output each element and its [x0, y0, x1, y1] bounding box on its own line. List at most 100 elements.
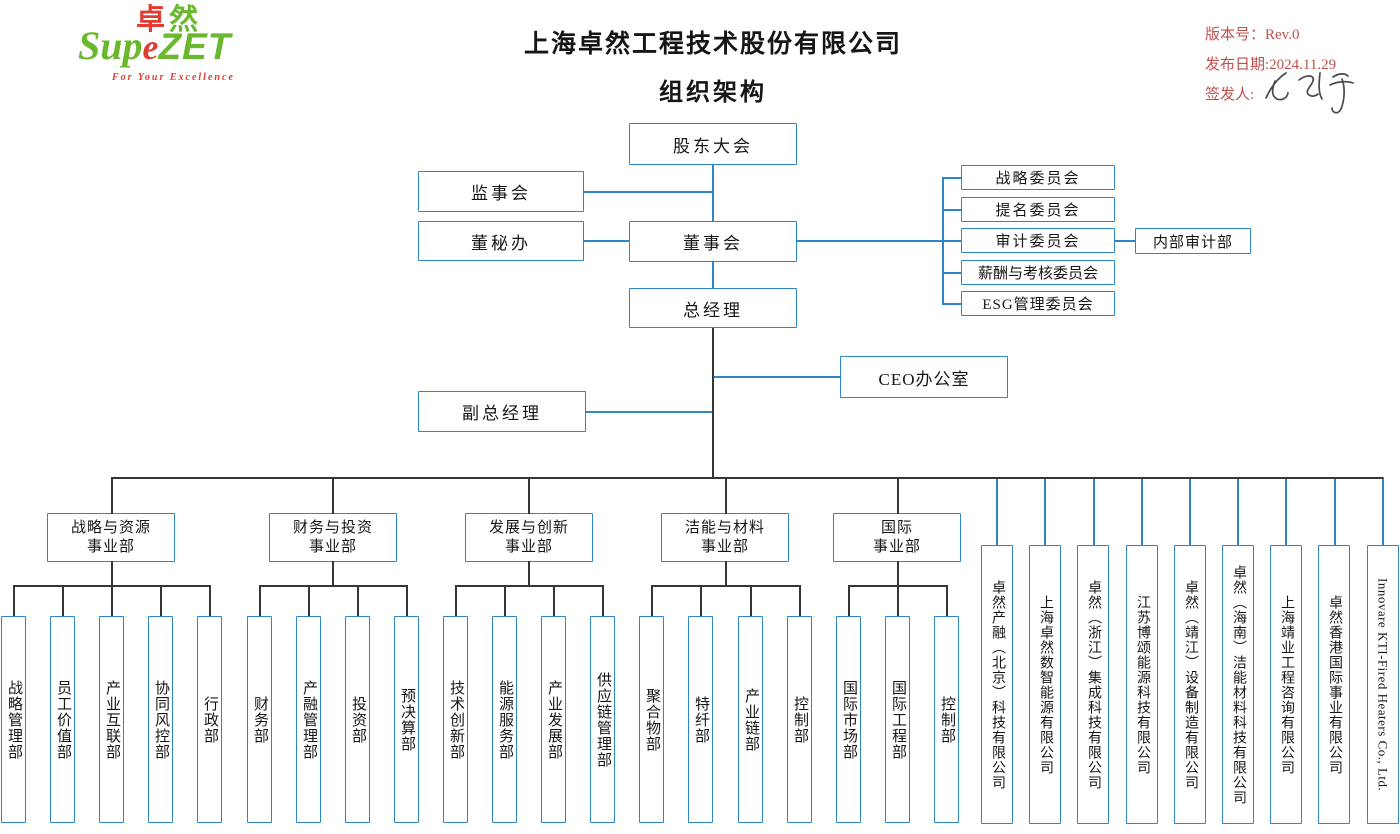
node-label: 特纤部 [693, 695, 709, 744]
connector-dept-drop [406, 585, 408, 616]
node-label: 上海卓然数智能源有限公司 [1038, 594, 1053, 775]
node-subsidiary: 卓然产融（北京）科技有限公司 [981, 545, 1013, 824]
node-esg-committee: ESG管理委员会 [961, 291, 1115, 316]
node-label: 发展与创新 事业部 [488, 519, 569, 555]
node-strategy-committee: 战略委员会 [961, 165, 1115, 190]
connector-dept-drop [946, 585, 948, 616]
connector-deputy-gm [585, 411, 713, 413]
node-subsidiary: 卓然（海南）洁能材料科技有限公司 [1222, 545, 1254, 824]
connector-subsidiary-drop [1189, 477, 1191, 546]
node-label: 行政部 [202, 695, 218, 744]
node-label: 副总经理 [462, 404, 542, 423]
connector-ceo-office [712, 376, 840, 378]
connector-dept-drop [209, 585, 211, 616]
connector-subsidiary-drop [1285, 477, 1287, 546]
node-subsidiary: 江苏博颂能源科技有限公司 [1126, 545, 1158, 824]
connector-dept-drop [848, 585, 850, 616]
node-division-international: 国际 事业部 [833, 513, 961, 562]
node-division-finance-investment: 财务与投资 事业部 [269, 513, 397, 562]
node-supervisory-board: 监事会 [418, 171, 584, 212]
connector-division-stem [725, 561, 727, 586]
node-shareholders-meeting: 股东大会 [629, 123, 797, 165]
node-label: 战略管理部 [6, 679, 22, 760]
node-label: 董事会 [683, 234, 743, 253]
node-label: 战略与资源 事业部 [70, 519, 151, 555]
node-label: 卓然（海南）洁能材料科技有限公司 [1231, 564, 1246, 805]
node-label: 卓然（靖江）设备制造有限公司 [1183, 579, 1198, 790]
node-label: 卓然产融（北京）科技有限公司 [990, 579, 1005, 790]
node-dept: 能源服务部 [492, 616, 517, 823]
node-label: 供应链管理部 [595, 671, 611, 768]
node-label: 董秘办 [471, 233, 531, 253]
connector-dept-drop [504, 585, 506, 616]
node-label: 审计委员会 [995, 234, 1081, 250]
node-dept: 特纤部 [688, 616, 713, 823]
node-label: 内部审计部 [1152, 234, 1233, 251]
connector-dept-drop [62, 585, 64, 616]
node-subsidiary: 卓然（浙江）集成科技有限公司 [1077, 545, 1109, 824]
company-title: 上海卓然工程技术股份有限公司 [523, 31, 902, 58]
node-dept: 投资部 [345, 616, 370, 823]
connector-secretary-board [584, 240, 630, 242]
node-label: 聚合物部 [644, 687, 660, 752]
node-label: 国际市场部 [841, 679, 857, 760]
node-subsidiary: 上海靖业工程咨询有限公司 [1270, 545, 1302, 824]
node-dept: 员工价值部 [50, 616, 75, 823]
connector-dept-drop [455, 585, 457, 616]
connector-committee-stub [942, 209, 962, 211]
node-deputy-general-manager: 副总经理 [418, 391, 586, 432]
connector-committee-trunk [942, 177, 944, 305]
node-subsidiary: 卓然（靖江）设备制造有限公司 [1174, 545, 1206, 824]
logo-zet: ZET [158, 26, 232, 67]
node-dept: 供应链管理部 [590, 616, 615, 823]
node-label: 员工价值部 [55, 679, 71, 760]
connector-dept-bus [259, 585, 407, 587]
connector-committee-stub [942, 272, 962, 274]
connector-gm-trunk [712, 328, 714, 478]
logo-wordmark: SupeZET [78, 26, 231, 66]
node-dept: 行政部 [197, 616, 222, 823]
node-dept: 控制部 [934, 616, 959, 823]
node-label: 产业发展部 [546, 679, 562, 760]
connector-supervisory [584, 191, 713, 193]
node-dept: 协同风控部 [148, 616, 173, 823]
node-label: 产业链部 [743, 687, 759, 752]
node-label: 卓然（浙江）集成科技有限公司 [1086, 579, 1101, 790]
connector-audit-internal-audit [1115, 240, 1136, 242]
connector-division-drop [111, 477, 113, 514]
node-label: 卓然香港国际事业有限公司 [1327, 594, 1342, 775]
logo-e: e [142, 27, 159, 67]
node-subsidiary: 上海卓然数智能源有限公司 [1029, 545, 1061, 824]
node-division-strategy-resources: 战略与资源 事业部 [47, 513, 175, 562]
node-label: 控制部 [792, 695, 808, 744]
connector-division-stem [332, 561, 334, 586]
node-dept: 产业互联部 [99, 616, 124, 823]
connector-dept-drop [308, 585, 310, 616]
connector-subsidiary-drop [1093, 477, 1095, 546]
node-label: 股东大会 [673, 136, 753, 156]
node-label: 产融管理部 [301, 679, 317, 760]
connector-shareholders-board [712, 165, 714, 222]
node-label: 技术创新部 [448, 679, 464, 760]
chart-subtitle: 组织架构 [659, 80, 767, 106]
node-label: 总经理 [683, 300, 743, 320]
node-label: 投资部 [350, 695, 366, 744]
connector-dept-drop [602, 585, 604, 616]
connector-dept-drop [357, 585, 359, 616]
connector-dept-drop [700, 585, 702, 616]
page-title: 上海卓然工程技术股份有限公司 组织架构 [430, 24, 996, 107]
connector-division-stem [111, 561, 113, 586]
node-dept: 国际市场部 [836, 616, 861, 823]
node-subsidiary: 卓然香港国际事业有限公司 [1318, 545, 1350, 824]
connector-main-bus [111, 477, 1383, 479]
connector-dept-drop [111, 585, 113, 616]
node-division-development-innovation: 发展与创新 事业部 [465, 513, 593, 562]
node-label: 产业互联部 [104, 679, 120, 760]
connector-division-drop [528, 477, 530, 514]
node-label: 协同风控部 [153, 679, 169, 760]
node-label: CEO办公室 [878, 369, 970, 389]
connector-division-drop [725, 477, 727, 514]
connector-dept-bus [455, 585, 603, 587]
logo-char-ran: 然 [169, 4, 203, 36]
